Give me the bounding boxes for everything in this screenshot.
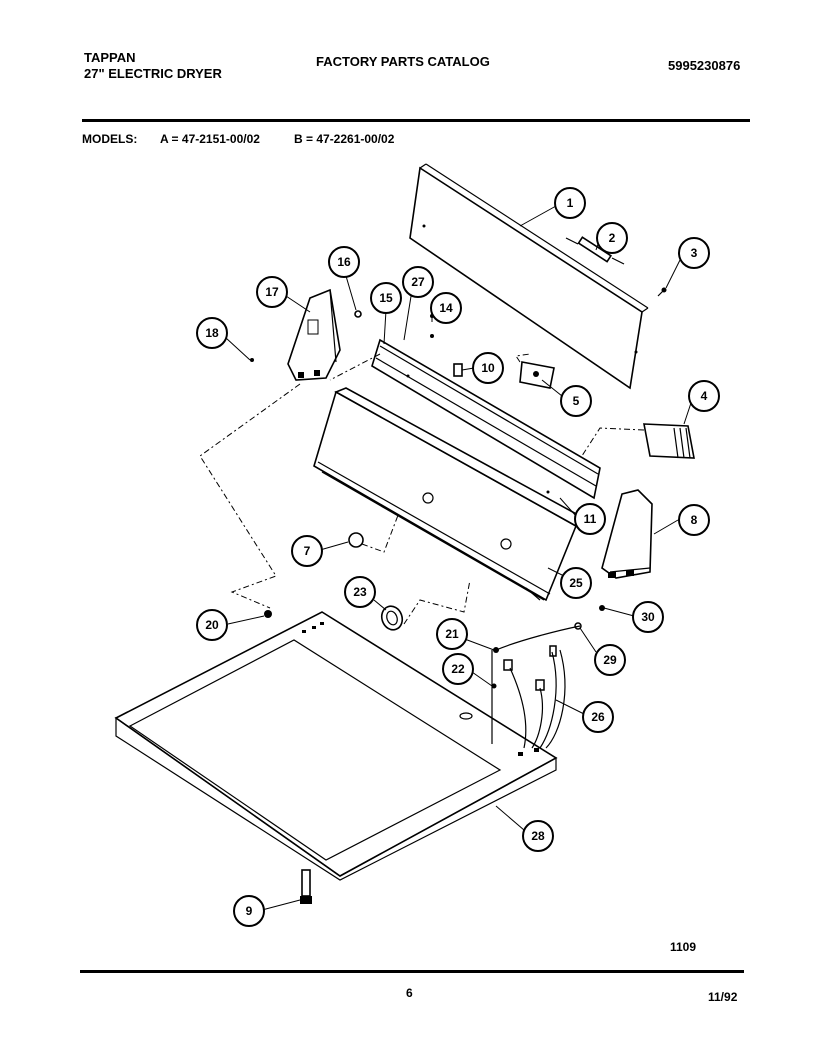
footer-rule — [80, 970, 744, 973]
callout-23: 23 — [344, 576, 376, 608]
svg-text:9: 9 — [246, 904, 253, 918]
model-b: B = 47-2261-00/02 — [294, 132, 395, 146]
callout-10: 10 — [472, 352, 504, 384]
callout-22: 22 — [442, 653, 474, 685]
knob-part-23 — [380, 579, 471, 631]
callout-4: 4 — [688, 380, 720, 412]
product-name: 27" ELECTRIC DRYER — [84, 66, 222, 81]
leader-lines — [225, 205, 693, 911]
timer-switch — [577, 423, 695, 463]
callout-7: 7 — [291, 535, 323, 567]
page-number: 6 — [406, 986, 413, 1000]
end-cap-left — [287, 288, 341, 381]
callout-3: 3 — [678, 237, 710, 269]
back-panel — [409, 163, 649, 390]
screw-part-20 — [264, 610, 272, 618]
screw-part-18 — [250, 358, 254, 362]
callout-1: 1 — [554, 187, 586, 219]
footer-date: 11/92 — [708, 990, 738, 1004]
callout-29: 29 — [594, 644, 626, 676]
brand-name: TAPPAN — [84, 50, 136, 65]
svg-text:15: 15 — [379, 291, 393, 305]
callout-18: 18 — [196, 317, 228, 349]
wiring-harness — [491, 605, 605, 749]
svg-text:18: 18 — [205, 326, 219, 340]
callout-20: 20 — [196, 609, 228, 641]
callout-5: 5 — [560, 385, 592, 417]
clip-part-10 — [453, 363, 463, 377]
svg-text:8: 8 — [691, 513, 698, 527]
svg-text:26: 26 — [591, 710, 605, 724]
callout-11: 11 — [574, 503, 606, 535]
svg-text:17: 17 — [265, 285, 279, 299]
callout-2: 2 — [596, 222, 628, 254]
svg-text:16: 16 — [337, 255, 351, 269]
end-cap-right — [601, 489, 653, 579]
svg-text:10: 10 — [481, 361, 495, 375]
svg-text:20: 20 — [205, 618, 219, 632]
knob-part-7 — [348, 509, 401, 553]
assembly-line-lamp — [329, 353, 381, 381]
callout-30: 30 — [632, 601, 664, 633]
svg-text:1: 1 — [567, 196, 574, 210]
svg-text:22: 22 — [451, 662, 465, 676]
svg-text:30: 30 — [641, 610, 655, 624]
console-front — [313, 387, 582, 602]
switch-part-5 — [515, 353, 555, 389]
screw-part-14 — [430, 334, 434, 338]
callout-21: 21 — [436, 618, 468, 650]
callout-16: 16 — [328, 246, 360, 278]
dryer-top-panel — [114, 611, 558, 881]
svg-text:5: 5 — [573, 394, 580, 408]
callout-9: 9 — [233, 895, 265, 927]
header-rule — [82, 119, 750, 122]
lamp-part — [565, 236, 625, 265]
hinge-clip-part-9 — [300, 869, 312, 904]
model-a: A = 47-2151-00/02 — [160, 132, 260, 146]
callout-17: 17 — [256, 276, 288, 308]
figure-code: 1109 — [670, 940, 697, 954]
callout-25: 25 — [560, 567, 592, 599]
svg-text:23: 23 — [353, 585, 367, 599]
callout-8: 8 — [678, 504, 710, 536]
catalog-number: 5995230876 — [668, 58, 741, 73]
callout-14: 14 — [430, 292, 462, 324]
svg-text:7: 7 — [304, 544, 311, 558]
callout-26: 26 — [582, 701, 614, 733]
callout-27: 27 — [402, 266, 434, 298]
screw-part-16 — [354, 310, 362, 318]
svg-text:14: 14 — [439, 301, 453, 315]
svg-text:4: 4 — [701, 389, 708, 403]
svg-text:29: 29 — [603, 653, 617, 667]
callout-28: 28 — [522, 820, 554, 852]
svg-text:27: 27 — [411, 275, 425, 289]
svg-text:25: 25 — [569, 576, 583, 590]
svg-text:21: 21 — [445, 627, 459, 641]
screw-part-3 — [657, 287, 667, 297]
svg-text:2: 2 — [609, 231, 616, 245]
callout-15: 15 — [370, 282, 402, 314]
svg-text:28: 28 — [531, 829, 545, 843]
svg-text:11: 11 — [584, 512, 597, 526]
models-label: MODELS: — [82, 132, 138, 146]
assembly-line-left — [199, 383, 301, 609]
catalog-title: FACTORY PARTS CATALOG — [316, 54, 490, 69]
svg-text:3: 3 — [691, 246, 698, 260]
control-panel-bracket — [371, 314, 601, 500]
